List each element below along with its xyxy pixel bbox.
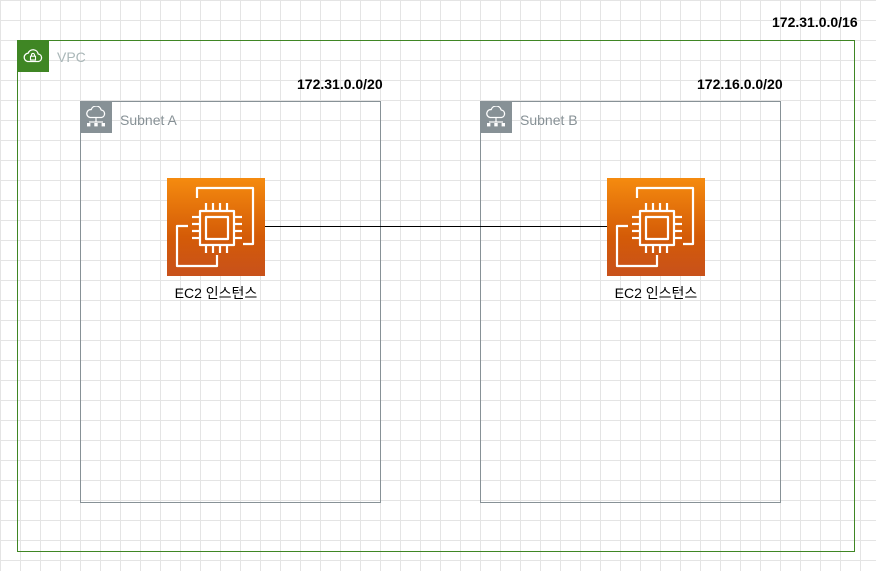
ec2-instance-b-label: EC2 인스턴스: [614, 285, 698, 301]
subnet-b-label: Subnet B: [520, 112, 578, 128]
ec2-instance-a[interactable]: [167, 178, 265, 276]
vpc-container[interactable]: [17, 40, 855, 552]
subnet-b-badge: [480, 101, 512, 133]
subnet-cloud-network-icon: [86, 106, 106, 127]
ec2-instance-b[interactable]: [607, 178, 705, 276]
vpc-badge: [17, 40, 49, 72]
subnet-a-container[interactable]: [80, 101, 381, 503]
vpc-cidr-label: 172.31.0.0/16: [772, 14, 858, 30]
subnet-a-label: Subnet A: [120, 112, 177, 128]
instance-connection-line[interactable]: [265, 226, 608, 227]
vpc-label: VPC: [57, 49, 86, 65]
subnet-a-badge: [80, 101, 112, 133]
subnet-b-cidr-label: 172.16.0.0/20: [697, 76, 783, 92]
subnet-a-cidr-label: 172.31.0.0/20: [297, 76, 383, 92]
ec2-instance-a-label: EC2 인스턴스: [174, 285, 258, 301]
vpc-cloud-lock-icon: [23, 49, 43, 63]
subnet-cloud-network-icon: [486, 106, 506, 127]
ec2-instance-icon: [615, 186, 695, 268]
ec2-instance-icon: [175, 186, 255, 268]
subnet-b-container[interactable]: [480, 101, 781, 503]
